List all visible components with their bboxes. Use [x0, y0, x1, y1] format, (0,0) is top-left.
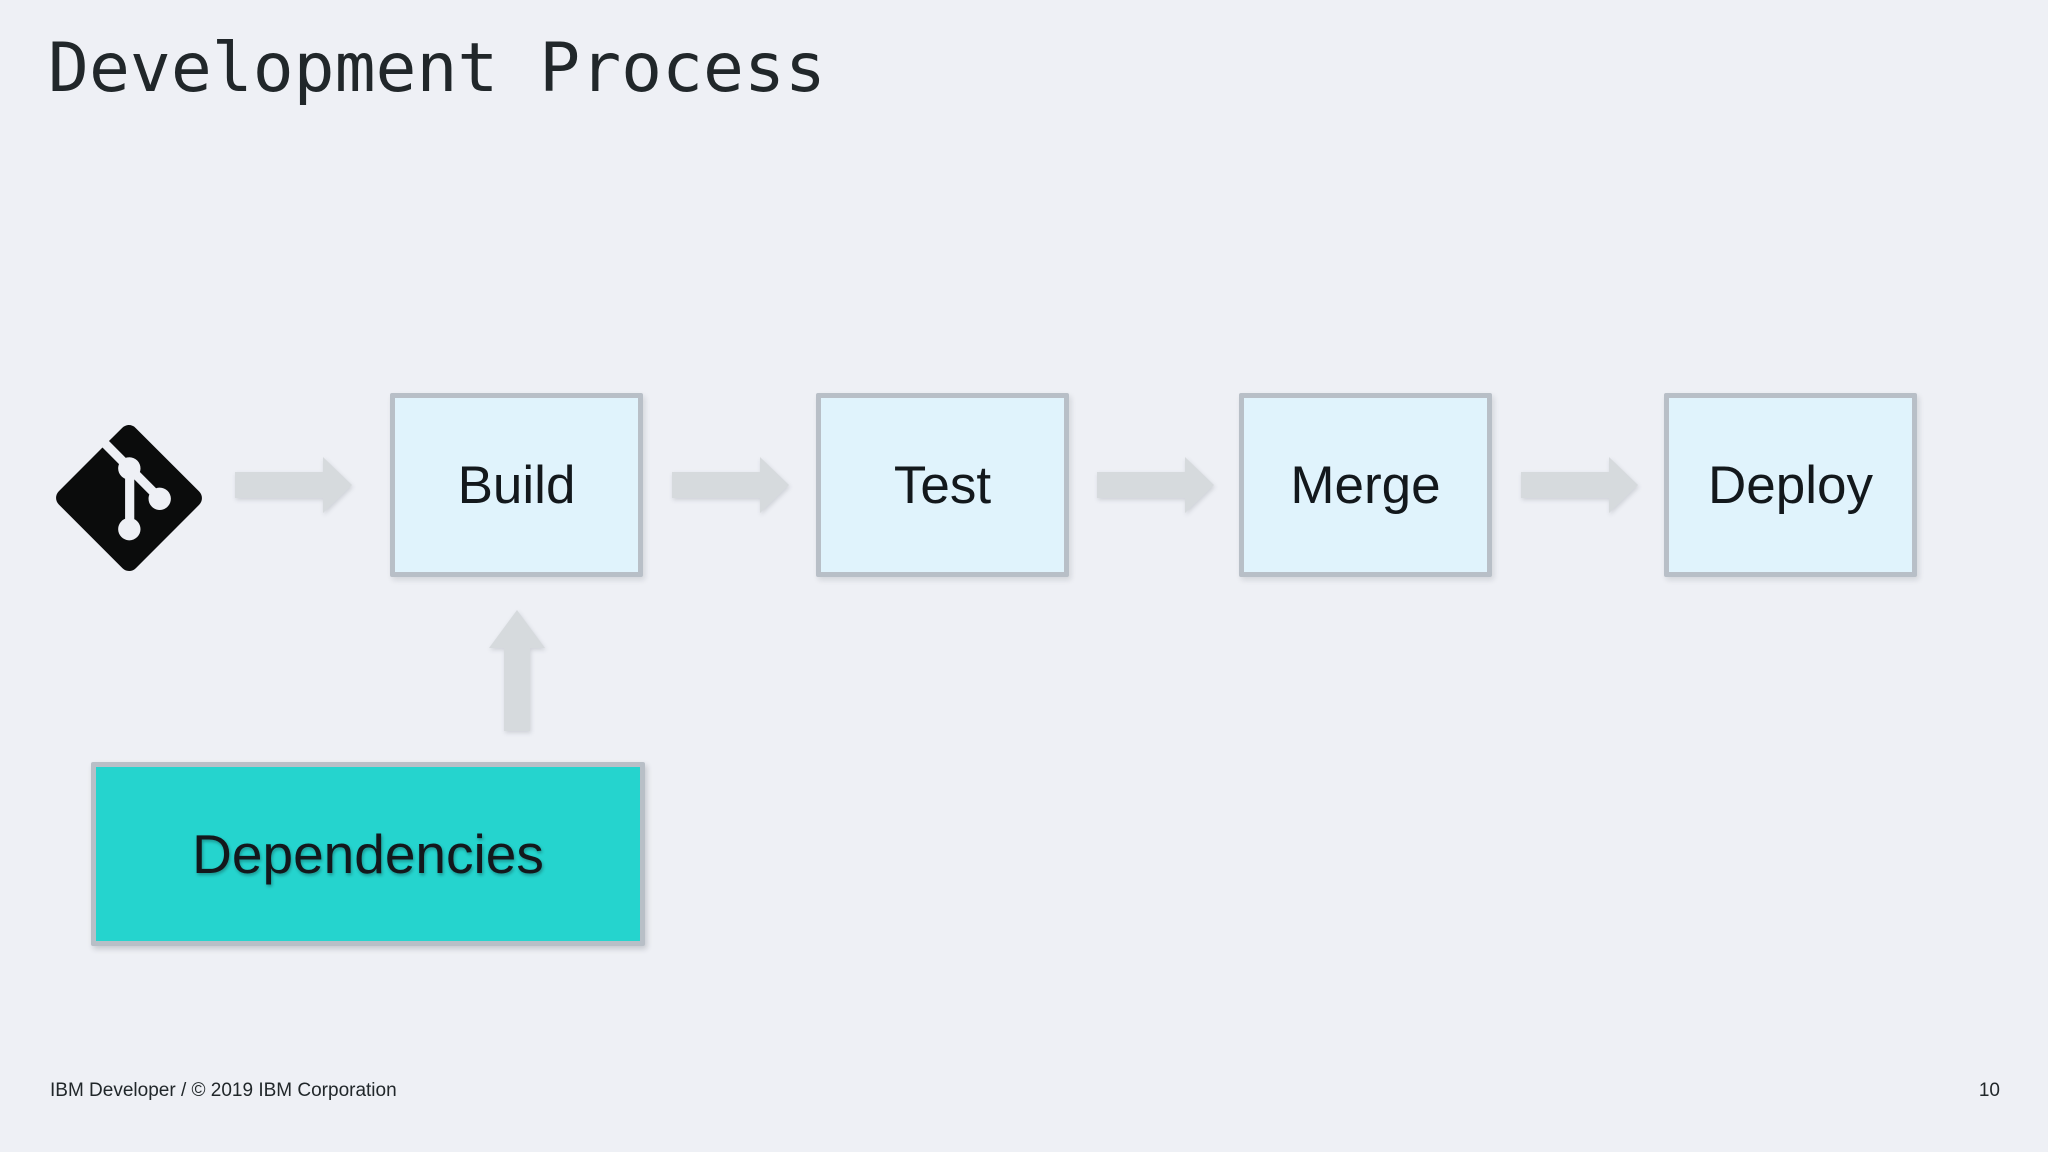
stage-label: Test: [893, 455, 992, 515]
arrow-right-icon: [235, 457, 352, 513]
stage-box-merge: Merge: [1239, 393, 1492, 577]
slide-title: Development Process: [48, 29, 826, 108]
arrow-up-icon: [489, 610, 545, 731]
arrow-right-icon: [1521, 457, 1638, 513]
git-icon: [52, 421, 206, 575]
stage-box-deploy: Deploy: [1664, 393, 1917, 577]
stage-label: Build: [457, 455, 576, 515]
stage-label: Merge: [1290, 455, 1441, 515]
stage-box-build: Build: [390, 393, 643, 577]
arrow-right-icon: [1097, 457, 1214, 513]
footer-credit: IBM Developer / © 2019 IBM Corporation: [50, 1080, 397, 1101]
stage-box-test: Test: [816, 393, 1069, 577]
dependencies-box: Dependencies: [91, 762, 645, 946]
arrow-right-icon: [672, 457, 789, 513]
dependencies-label: Dependencies: [192, 823, 544, 885]
stage-label: Deploy: [1708, 455, 1873, 515]
page-number: 10: [1978, 1080, 2000, 1101]
